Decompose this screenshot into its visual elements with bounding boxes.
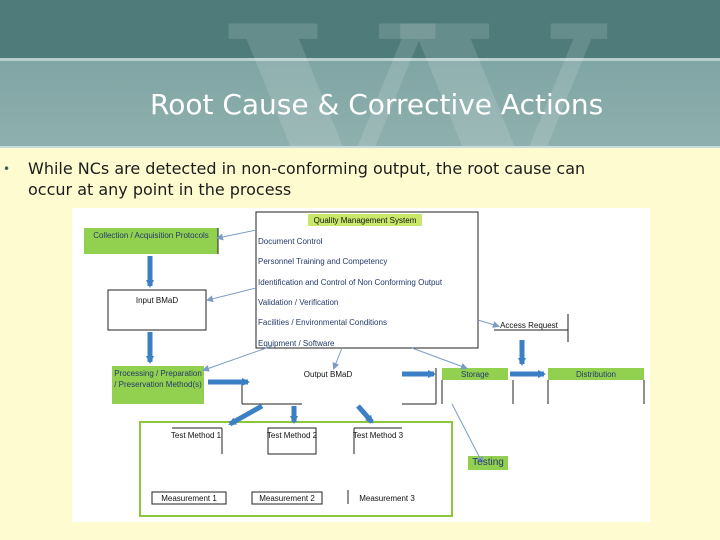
input-label: Input BMaD xyxy=(135,296,179,305)
qms-item-validation: Validation / Verification xyxy=(258,298,339,307)
input-box xyxy=(107,289,207,331)
measurement-2: Measurement 2 xyxy=(259,494,315,503)
distribution-label: Distribution xyxy=(575,370,616,379)
qms-box xyxy=(255,211,479,349)
measurement-1: Measurement 1 xyxy=(161,494,217,503)
test-method-2: Test Method 2 xyxy=(266,431,318,440)
qms-item-document-control: Document Control xyxy=(258,237,323,246)
qms-title: Quality Management System xyxy=(313,216,417,225)
qms-title-highlight xyxy=(308,214,422,226)
process-diagram: Quality Management System Document Contr… xyxy=(72,208,650,522)
qms-item-nonconforming-output: Identification and Control of Non Confor… xyxy=(258,278,443,287)
banner-top-bar xyxy=(0,0,720,58)
banner-watermark: VV xyxy=(230,0,604,148)
diagram-lines xyxy=(84,211,645,517)
bullet-icon: • xyxy=(3,162,11,176)
collection-label: Collection / Acquisition Protocols xyxy=(93,231,209,240)
processing-box xyxy=(112,366,204,404)
qms-item-facilities: Facilities / Environmental Conditions xyxy=(258,318,387,327)
slide-title: Root Cause & Corrective Actions xyxy=(150,88,604,121)
banner-rule xyxy=(0,58,720,61)
collection-box xyxy=(84,228,218,254)
measurement-3: Measurement 3 xyxy=(359,494,415,503)
access-request-label: Access Request xyxy=(500,321,558,330)
test-method-3: Test Method 3 xyxy=(352,431,404,440)
output-label: Output BMaD xyxy=(303,370,353,379)
storage-label: Storage xyxy=(460,370,490,379)
banner-bottom-rule xyxy=(0,146,720,148)
title-banner: VV xyxy=(0,0,720,148)
bullet-text: While NCs are detected in non-conforming… xyxy=(28,159,586,199)
qms-item-personnel-training: Personnel Training and Competency xyxy=(258,257,388,266)
distribution-box xyxy=(548,368,644,380)
test-method-1: Test Method 1 xyxy=(170,431,222,440)
qms-item-equipment: Equipment / Software xyxy=(258,339,335,348)
testing-label: Testing xyxy=(472,457,504,468)
processing-label: Processing / Preparation / Preservation … xyxy=(114,369,202,389)
storage-box xyxy=(442,368,508,380)
